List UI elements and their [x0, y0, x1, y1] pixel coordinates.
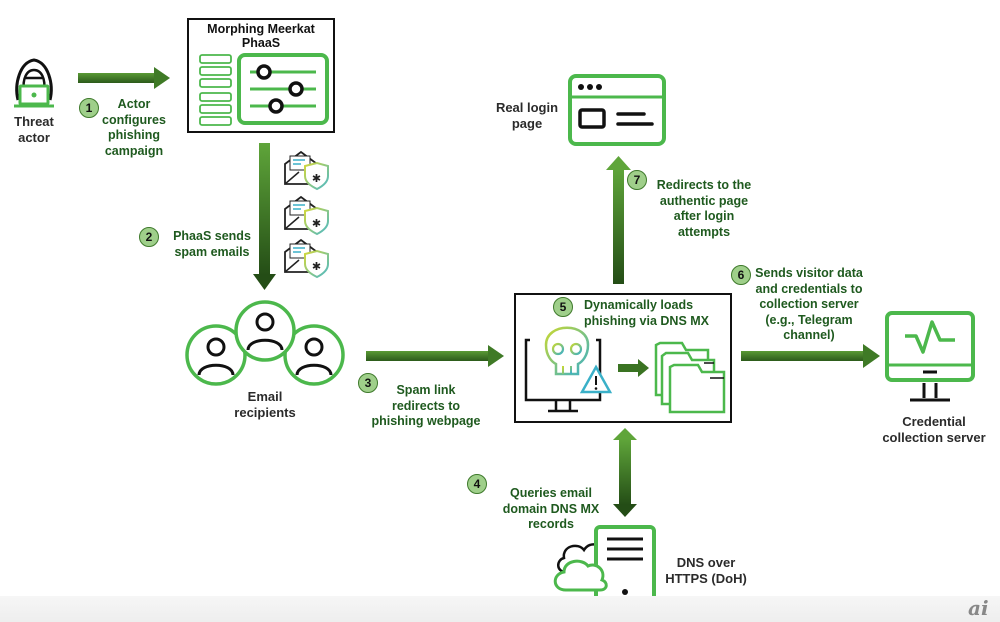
title-line: PhaaS [241, 36, 281, 50]
arrow-recipients-to-phishing [366, 345, 504, 367]
desc-line: configures [102, 112, 166, 127]
doh-server-icon [553, 525, 656, 607]
desc-line: Actor [117, 97, 151, 111]
desc-line: PhaaS sends [173, 229, 251, 243]
desc-line: Queries email [510, 486, 592, 500]
arrow-load-phishing [618, 359, 649, 377]
label-line: Credential [902, 414, 966, 429]
monitor-activity-icon [885, 311, 975, 402]
desc-line: phishing webpage [371, 414, 481, 428]
desc-line: and credentials to [755, 281, 863, 296]
label-line: HTTPS (DoH) [665, 571, 747, 586]
step-3-description: Spam link redirects to phishing webpage [370, 383, 482, 430]
step-badge-3: 3 [358, 373, 378, 393]
arrow-actor-to-phaas [78, 67, 170, 89]
label-line: actor [18, 130, 50, 145]
email-recipients-label: Email recipients [225, 389, 305, 421]
watermark-logo: ai [968, 596, 989, 620]
desc-line: Redirects to the [656, 178, 752, 192]
hacker-icon [14, 58, 54, 108]
arrow-phishing-to-credential-server [741, 344, 880, 368]
svg-text:✱: ✱ [312, 218, 321, 230]
desc-line: collection server [759, 297, 859, 311]
credential-server-label: Credential collection server [875, 414, 993, 446]
svg-text:✱: ✱ [312, 261, 321, 273]
label-line: Email [247, 389, 283, 404]
label-line: DNS over [676, 555, 736, 570]
desc-line: attempts [677, 224, 731, 239]
desc-line: records [528, 517, 574, 531]
threat-actor-label: Threat actor [4, 114, 64, 146]
label-line: recipients [234, 405, 296, 420]
desc-line: Spam link [396, 383, 456, 397]
step-7-description: Redirects to the authentic page after lo… [648, 178, 760, 240]
email-recipients-icon [185, 300, 345, 386]
step-badge-6: 6 [731, 265, 751, 285]
arrow-phaas-to-recipients [253, 143, 276, 290]
doh-label: DNS over HTTPS (DoH) [660, 555, 752, 587]
arrow-phishing-doh-bidirectional [613, 428, 637, 517]
step-badge-5: 5 [553, 297, 573, 317]
step-badge-2: 2 [139, 227, 159, 247]
desc-line: after login [673, 209, 735, 223]
desc-line: phishing [107, 128, 161, 142]
step-badge-1: 1 [79, 98, 99, 118]
label-line: page [511, 116, 543, 131]
desc-line: channel) [783, 328, 835, 342]
real-login-label: Real login page [492, 100, 562, 132]
footer-band [0, 596, 1000, 622]
label-line: Threat [14, 114, 54, 129]
login-page-icon [568, 74, 666, 146]
desc-line: domain DNS MX [502, 501, 600, 516]
label-line: Real login [495, 100, 559, 115]
desc-line: authentic page [659, 193, 749, 208]
phaas-title: Morphing Meerkat PhaaS [190, 22, 332, 50]
desc-line: (e.g., Telegram [765, 312, 853, 327]
desc-line: campaign [104, 143, 164, 158]
settings-sliders-icon [237, 53, 329, 125]
step-1-description: Actor configures phishing campaign [94, 97, 174, 159]
arrow-phishing-to-real-login [606, 156, 631, 284]
desc-line: Dynamically loads [584, 298, 694, 312]
step-4-description: Queries email domain DNS MX records [496, 486, 606, 533]
step-5-description: Dynamically loads phishing via DNS MX [584, 298, 724, 329]
step-2-description: PhaaS sends spam emails [162, 229, 262, 260]
step-badge-7: 7 [627, 170, 647, 190]
label-line: collection server [882, 430, 986, 445]
desc-line: redirects to [391, 398, 461, 413]
server-rack-icon [199, 54, 232, 126]
desc-line: phishing via DNS MX [584, 313, 710, 328]
desc-line: Sends visitor data [755, 266, 863, 280]
step-6-description: Sends visitor data and credentials to co… [752, 266, 866, 344]
desc-line: spam emails [174, 244, 250, 259]
folders-icon [654, 341, 726, 414]
compromised-computer-icon [524, 326, 613, 413]
spam-email-icons: ✱ ✱ ✱ [284, 150, 329, 279]
svg-text:✱: ✱ [312, 173, 321, 185]
title-line: Morphing Meerkat [207, 22, 315, 36]
step-badge-4: 4 [467, 474, 487, 494]
